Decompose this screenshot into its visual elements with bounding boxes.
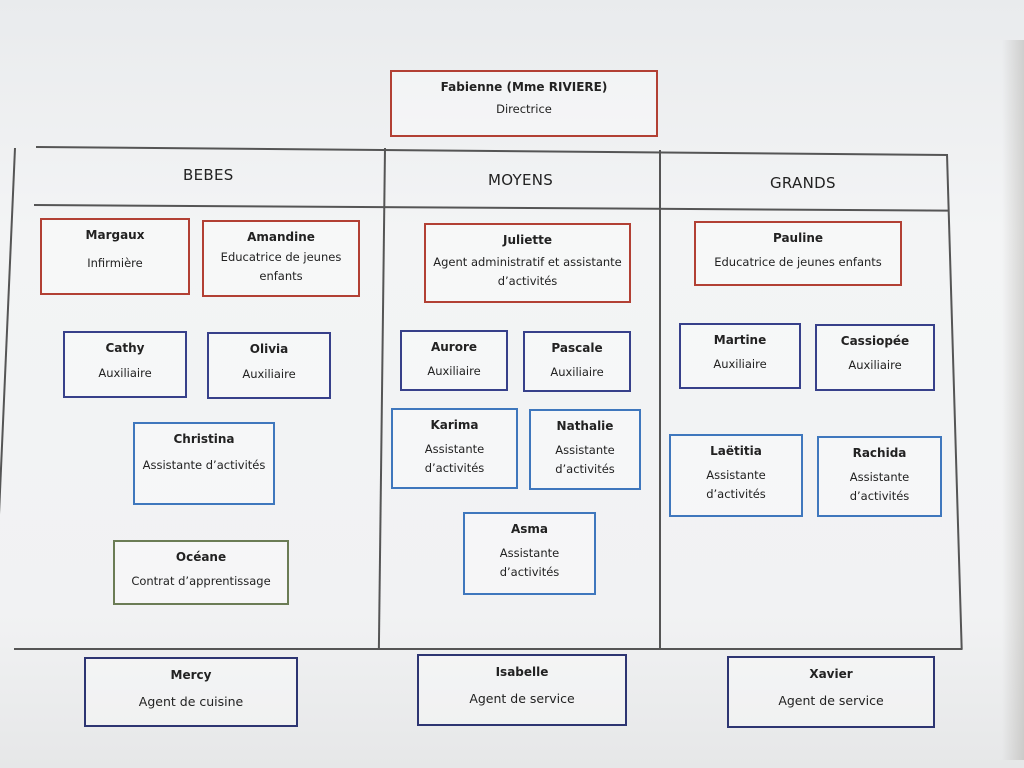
staff-name: Christina [173, 432, 235, 446]
staff-name: Océane [175, 550, 227, 564]
staff-name: Aurore [430, 340, 478, 354]
staff-card-nathalie: Nathalie Assistante d’activités [529, 409, 641, 490]
staff-card-xavier: Xavier Agent de service [727, 656, 935, 728]
staff-role: Agent de cuisine [138, 694, 244, 709]
staff-name: Pauline [772, 231, 824, 245]
staff-card-rachida: Rachida Assistante d’activités [817, 436, 942, 517]
staff-card-cathy: Cathy Auxiliaire [63, 331, 187, 398]
column-divider-2 [659, 150, 661, 650]
staff-name: Mercy [170, 668, 212, 682]
paper-shadow [1002, 40, 1024, 760]
staff-role: Contrat d’apprentissage [131, 574, 271, 588]
staff-role: Assistante d’activités [424, 442, 485, 475]
staff-role: Auxiliaire [713, 357, 767, 371]
staff-name: Isabelle [495, 665, 549, 679]
staff-card-asma: Asma Assistante d’activités [463, 512, 596, 595]
staff-name: Margaux [85, 228, 145, 242]
staff-role: Educatrice de jeunes enfants [220, 250, 342, 283]
staff-card-amandine: Amandine Educatrice de jeunes enfants [202, 220, 360, 297]
staff-role: Assistante d’activités [555, 443, 615, 476]
staff-card-mercy: Mercy Agent de cuisine [84, 657, 298, 727]
column-header-grands: GRANDS [770, 174, 836, 192]
staff-card-aurore: Aurore Auxiliaire [400, 330, 508, 391]
staff-card-oceane: Océane Contrat d’apprentissage [113, 540, 289, 605]
staff-name: Pascale [551, 341, 603, 355]
staff-name: Olivia [249, 342, 289, 356]
staff-card-olivia: Olivia Auxiliaire [207, 332, 331, 399]
director-name: Fabienne (Mme RIVIERE) [440, 80, 608, 94]
staff-role: Auxiliaire [550, 365, 604, 379]
staff-role: Auxiliaire [98, 366, 152, 380]
staff-card-christina: Christina Assistante d’activités [133, 422, 275, 505]
staff-role: Assistante d’activités [706, 468, 766, 501]
staff-name: Asma [510, 522, 549, 536]
staff-role: Auxiliaire [848, 358, 902, 372]
staff-name: Cassiopée [840, 334, 910, 348]
column-header-bebes: BEBES [183, 166, 234, 184]
staff-role: Auxiliaire [427, 364, 481, 378]
director-box: Fabienne (Mme RIVIERE) Directrice [390, 70, 658, 137]
staff-name: Martine [713, 333, 767, 347]
staff-name: Laëtitia [710, 444, 762, 458]
staff-card-laetitia: Laëtitia Assistante d’activités [669, 434, 803, 517]
staff-role: Agent de service [778, 693, 884, 708]
staff-role: Agent administratif et assistante d’acti… [433, 255, 622, 288]
staff-card-margaux: Margaux Infirmière [40, 218, 190, 295]
staff-name: Nathalie [556, 419, 614, 433]
staff-name: Karima [430, 418, 479, 432]
staff-name: Rachida [852, 446, 907, 460]
table-bottom-border [14, 648, 962, 650]
staff-card-martine: Martine Auxiliaire [679, 323, 801, 389]
staff-card-isabelle: Isabelle Agent de service [417, 654, 627, 726]
staff-card-pauline: Pauline Educatrice de jeunes enfants [694, 221, 902, 286]
staff-role: Assistante d’activités [142, 458, 266, 472]
director-role: Directrice [496, 102, 552, 116]
staff-card-juliette: Juliette Agent administratif et assistan… [424, 223, 631, 303]
staff-role: Auxiliaire [242, 367, 296, 381]
staff-role: Educatrice de jeunes enfants [714, 255, 882, 269]
staff-card-pascale: Pascale Auxiliaire [523, 331, 631, 392]
staff-card-karima: Karima Assistante d’activités [391, 408, 518, 489]
staff-role: Assistante d’activités [499, 546, 560, 579]
staff-role: Assistante d’activités [849, 470, 910, 503]
staff-name: Cathy [105, 341, 145, 355]
column-header-moyens: MOYENS [488, 171, 554, 189]
staff-role: Infirmière [87, 256, 143, 270]
staff-name: Xavier [809, 667, 853, 681]
staff-name: Juliette [503, 233, 552, 247]
staff-name: Amandine [247, 230, 315, 244]
staff-card-cassiopee: Cassiopée Auxiliaire [815, 324, 935, 391]
staff-role: Agent de service [469, 691, 575, 706]
